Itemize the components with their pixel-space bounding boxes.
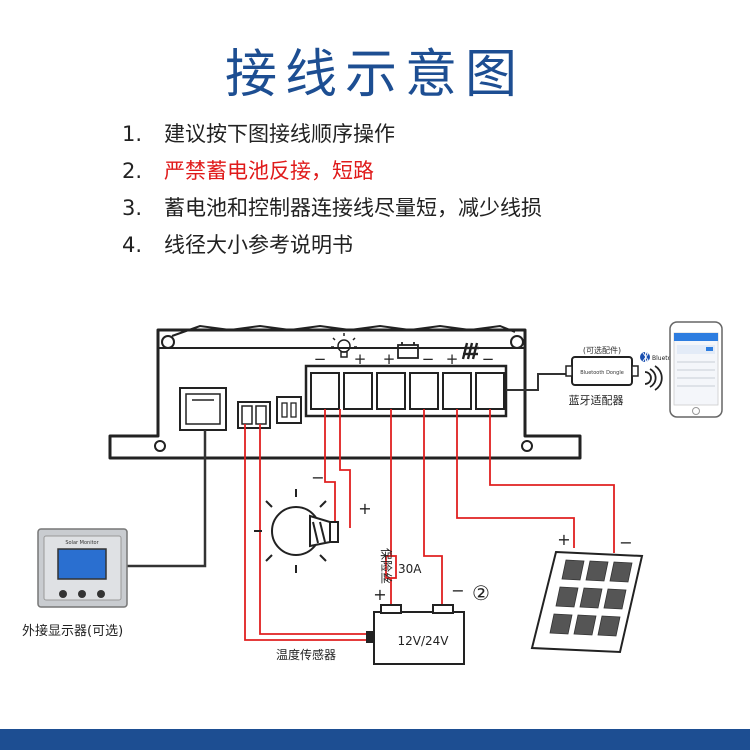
battery [373, 604, 465, 665]
aux-port [276, 396, 302, 424]
monitor-button-icon [97, 590, 105, 598]
fuse-icon [385, 555, 397, 579]
terminal-sign: + [354, 350, 367, 368]
controller-unit: − + + − + − [108, 324, 582, 460]
instruction-number: 1. [122, 122, 143, 146]
monitor-screen-title: Solar Monitor [65, 540, 99, 546]
instruction-list: 1. 建议按下图接线顺序操作 2. 严禁蓄电池反接，短路 3. 蓄电池和控制器连接线尽… [122, 118, 542, 266]
fuse-label: 保险丝 [379, 548, 394, 584]
bottom-bar [0, 729, 750, 750]
home-button-icon [692, 407, 700, 415]
solar-panel-icon [461, 342, 479, 360]
terminal-sign: − [314, 350, 327, 368]
adapter-caption: 蓝牙适配器 [569, 394, 624, 407]
battery-voltage-label: 12V/24V [398, 634, 450, 648]
instruction-number: 4. [122, 233, 143, 257]
load-bulb-icon [331, 333, 357, 358]
rj45-port [179, 387, 227, 431]
wireless-signal-icon [644, 365, 663, 391]
instruction-text: 建议按下图接线顺序操作 [164, 122, 395, 146]
load-plus-label: + [358, 499, 371, 518]
smartphone [669, 321, 723, 418]
instruction-text: 严禁蓄电池反接，短路 [164, 159, 374, 183]
terminal-block [304, 364, 508, 418]
fuse-rating: 30A [398, 562, 422, 576]
terminal-sign: − [482, 350, 495, 368]
terminal-sign: − [422, 350, 435, 368]
bluetooth-icon [640, 352, 650, 362]
instruction-text: 线径大小参考说明书 [164, 233, 353, 257]
page-title: 接线示意图 [224, 45, 525, 105]
monitor-button-icon [78, 590, 86, 598]
terminal-sign: + [446, 350, 459, 368]
battery-minus-label: − [451, 581, 464, 600]
step-number-badge: ② [472, 581, 490, 605]
instruction-item: 4. 线径大小参考说明书 [122, 229, 542, 266]
load-minus-label: − [311, 468, 324, 487]
instruction-item-warning: 2. 严禁蓄电池反接，短路 [122, 155, 542, 192]
wires [127, 373, 615, 641]
temp-sensor-label: 温度传感器 [276, 647, 336, 662]
load-lamp-icon [254, 489, 339, 573]
battery-plus-label: + [373, 585, 386, 604]
bluetooth-label: Bluetooth [652, 355, 681, 362]
battery-icon [397, 342, 419, 359]
instruction-item: 1. 建议按下图接线顺序操作 [122, 118, 542, 155]
instruction-number: 2. [122, 159, 143, 183]
instruction-text: 蓄电池和控制器连接线尽量短，减少线损 [164, 196, 542, 220]
instruction-item: 3. 蓄电池和控制器连接线尽量短，减少线损 [122, 192, 542, 229]
temp-sensor-port [237, 401, 271, 429]
adapter-optional-label: (可选配件) [583, 345, 621, 355]
temp-sensor-probe [366, 631, 374, 643]
monitor-caption: 外接显示器(可选) [22, 623, 123, 639]
bluetooth-adapter [565, 356, 639, 386]
screw-icon [521, 440, 533, 452]
solar-plus-label: + [557, 530, 570, 549]
monitor-button-icon [59, 590, 67, 598]
solar-minus-label: − [619, 533, 632, 552]
solar-panel [530, 550, 644, 654]
terminal-sign: + [383, 350, 396, 368]
screw-icon [510, 335, 524, 349]
screw-icon [161, 335, 175, 349]
adapter-device-text: Bluetooth Dongle [580, 370, 624, 376]
instruction-number: 3. [122, 196, 143, 220]
screw-icon [154, 440, 166, 452]
external-monitor [37, 528, 128, 608]
